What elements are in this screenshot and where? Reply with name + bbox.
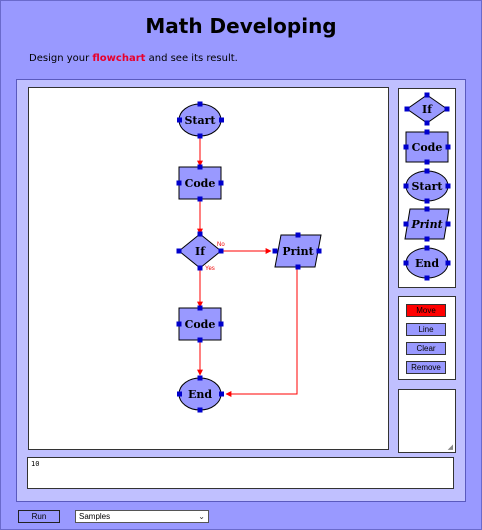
palette-print-label: Print bbox=[410, 218, 442, 231]
node-code-2[interactable]: Code bbox=[176, 305, 224, 343]
connector-print-end[interactable] bbox=[225, 267, 298, 397]
palette-code-label: Code bbox=[412, 141, 443, 154]
node-start[interactable]: Start bbox=[177, 101, 224, 139]
page-subtitle: Design your flowchart and see its result… bbox=[29, 53, 238, 64]
node-start-label: Start bbox=[184, 114, 216, 127]
edge-label-no: No bbox=[217, 242, 225, 248]
output-area[interactable]: 10 bbox=[27, 457, 454, 489]
node-end[interactable]: End bbox=[177, 375, 224, 413]
chevron-down-icon: ⌄ bbox=[198, 512, 205, 521]
node-code-2-label: Code bbox=[185, 318, 216, 331]
flowchart-svg: No Yes Start Code If bbox=[176, 101, 322, 413]
samples-select[interactable]: Samples ⌄ bbox=[75, 510, 209, 523]
node-end-label: End bbox=[188, 388, 212, 401]
shape-palette: If Code Start Print bbox=[398, 88, 456, 288]
subtitle-highlight: flowchart bbox=[92, 53, 146, 64]
run-button[interactable]: Run bbox=[18, 510, 60, 523]
node-code-1-label: Code bbox=[185, 177, 216, 190]
resize-grip-icon[interactable]: ◢ bbox=[447, 443, 453, 451]
palette-start[interactable]: Start bbox=[403, 168, 451, 204]
palette-start-label: Start bbox=[411, 180, 443, 193]
preview-box[interactable]: ◢ bbox=[398, 389, 456, 453]
shape-palette-svg: If Code Start Print bbox=[403, 92, 451, 281]
palette-if[interactable]: If bbox=[404, 92, 450, 126]
palette-if-label: If bbox=[422, 103, 433, 116]
palette-code[interactable]: Code bbox=[403, 129, 451, 165]
move-button[interactable]: Move bbox=[406, 304, 446, 317]
edge-label-yes: Yes bbox=[205, 266, 215, 272]
node-code-1[interactable]: Code bbox=[176, 164, 224, 202]
palette-end[interactable]: End bbox=[403, 245, 451, 281]
palette-end-label: End bbox=[415, 257, 439, 270]
samples-select-value: Samples bbox=[79, 512, 111, 521]
palette-print[interactable]: Print bbox=[403, 206, 451, 242]
page-title: Math Developing bbox=[145, 14, 337, 38]
node-print-label: Print bbox=[282, 245, 314, 258]
flowchart-canvas[interactable]: No Yes Start Code If bbox=[28, 87, 389, 450]
node-if[interactable]: If bbox=[176, 231, 224, 271]
subtitle-suffix: and see its result. bbox=[148, 53, 238, 64]
clear-button[interactable]: Clear bbox=[406, 342, 446, 355]
remove-button[interactable]: Remove bbox=[406, 361, 446, 374]
node-print[interactable]: Print bbox=[272, 232, 322, 270]
node-if-label: If bbox=[195, 245, 206, 258]
line-button[interactable]: Line bbox=[406, 323, 446, 336]
subtitle-prefix: Design your bbox=[29, 53, 90, 64]
tool-panel: Move Line Clear Remove bbox=[398, 296, 456, 380]
